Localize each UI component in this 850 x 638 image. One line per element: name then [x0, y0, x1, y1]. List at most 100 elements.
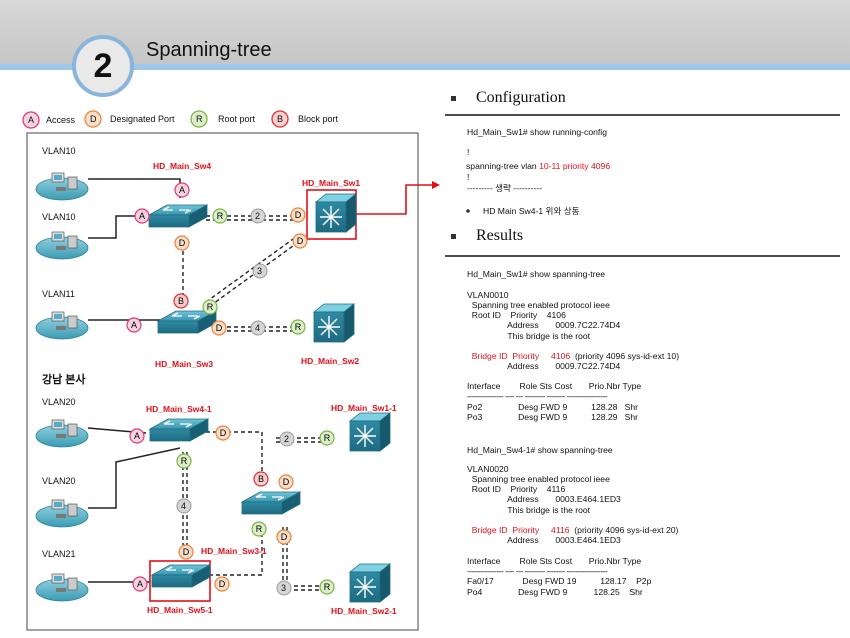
link-number: 3	[281, 583, 287, 593]
switch-label-sw5-1: HD_Main_Sw5-1	[147, 605, 213, 615]
multilayer-switch-sw2-icon	[313, 303, 355, 343]
svg-text:D: D	[283, 477, 290, 487]
result1-table-row: Po2 Desg FWD 9 128.28 Shr	[467, 402, 638, 412]
result2-bridge-id: Bridge ID Priority 4116	[467, 525, 570, 535]
sw5-1-highlight	[149, 560, 211, 602]
port-block-markers: B B	[173, 293, 269, 487]
config-omitted-line: --------- 생략 ----------	[467, 183, 542, 193]
link-number: 2	[284, 434, 290, 444]
svg-text:R: R	[181, 456, 188, 466]
result2-protocol: Spanning tree enabled protocol ieee	[467, 474, 610, 484]
svg-text:R: R	[324, 582, 331, 592]
switch-label-sw4: HD_Main_Sw4	[153, 161, 212, 171]
legend-designated-label: Designated Port	[110, 114, 175, 124]
svg-text:D: D	[220, 428, 227, 438]
config-stp-value: 10-11 priority 4096	[539, 161, 611, 171]
section-label-branch: 강남 본사	[42, 374, 86, 386]
vlan-label: VLAN10	[42, 212, 76, 222]
link-number: 3	[257, 266, 263, 276]
result2-table-row: Po4 Desg FWD 9 128.25 Shr	[467, 587, 643, 597]
result2-vlan: VLAN0020	[467, 464, 509, 474]
result2-root-address: Address 0003.E464.1ED3	[467, 494, 621, 504]
vlan-label: VLAN11	[42, 289, 75, 299]
result1-bridge-suffix: (priority 4096 sys-id-ext 10)	[570, 351, 680, 361]
result1-bridge-line: Bridge ID Priority 4106 (priority 4096 s…	[467, 351, 679, 361]
port-access-markers: A A A A A	[126, 182, 190, 592]
result2-table-rule: ---------------- ---- --- --------- ----…	[467, 566, 608, 576]
section-number-badge: 2	[72, 35, 134, 97]
svg-text:D: D	[179, 238, 186, 248]
config-note: HD Main Sw4-1 위와 상동	[483, 206, 580, 216]
svg-text:D: D	[281, 532, 288, 542]
legend-block-label: Block port	[298, 114, 339, 124]
result1-table-rule: ---------------- ---- --- --------- ----…	[467, 391, 608, 401]
config-stp-prefix: spanning-tree vlan	[466, 161, 540, 171]
svg-text:D: D	[297, 236, 304, 246]
result1-root-id: Root ID Priority 4106	[467, 310, 566, 320]
vlan-label: VLAN20	[42, 397, 76, 407]
legend-root-letter: R	[196, 114, 203, 124]
result1-bridge-id: Bridge ID Priority 4106	[467, 351, 571, 361]
configuration-heading: Configuration	[476, 89, 566, 106]
svg-text:A: A	[139, 211, 145, 221]
switch-label-sw4-1: HD_Main_Sw4-1	[146, 404, 212, 414]
svg-text:R: R	[324, 433, 331, 443]
result1-root-note: This bridge is the root	[467, 331, 591, 341]
legend-access-label: Access	[46, 115, 76, 125]
link-number: 4	[255, 323, 261, 333]
vlan-label: VLAN20	[42, 476, 76, 486]
result1-table-row: Po3 Desg FWD 9 128.29 Shr	[467, 412, 638, 422]
header-accent-line	[0, 64, 850, 70]
config-line: !	[467, 147, 470, 157]
link-number-markers	[176, 208, 295, 596]
switch-label-sw3-1: HD_Main_Sw3-1	[201, 546, 267, 556]
svg-text:B: B	[258, 474, 264, 484]
port-root-markers: R R R R R R R	[176, 208, 335, 595]
multilayer-switch-sw2-1-icon	[349, 563, 391, 603]
switch-label-sw1-1: HD_Main_Sw1-1	[331, 403, 397, 413]
config-command: Hd_Main_Sw1# show running-config	[467, 127, 607, 137]
results-heading: Results	[476, 227, 524, 244]
legend-access-letter: A	[28, 115, 35, 125]
svg-text:A: A	[131, 320, 137, 330]
multilayer-switch-sw1-icon	[315, 193, 357, 233]
result2-bridge-address: Address 0003.E464.1ED3	[467, 535, 621, 545]
result1-root-address: Address 0009.7C22.74D4	[467, 320, 621, 330]
result1-bridge-address: Address 0009.7C22.74D4	[467, 361, 621, 371]
legend	[22, 110, 289, 129]
svg-text:R: R	[295, 322, 302, 332]
header-bar	[0, 0, 850, 64]
switch-label-sw2-1: HD_Main_Sw2-1	[331, 606, 397, 616]
result1-protocol: Spanning tree enabled protocol ieee	[467, 300, 610, 310]
result2-command: Hd_Main_Sw4-1# show spanning-tree	[467, 445, 613, 455]
result2-table-row: Fa0/17 Desg FWD 19 128.17 P2p	[467, 576, 652, 586]
result1-table-header: Interface Role Sts Cost Prio.Nbr Type	[467, 381, 642, 391]
svg-text:R: R	[217, 211, 224, 221]
legend-root-label: Root port	[218, 114, 256, 124]
svg-text:B: B	[178, 296, 184, 306]
svg-text:R: R	[256, 524, 263, 534]
svg-text:R: R	[207, 302, 214, 312]
page-title: Spanning-tree	[146, 39, 272, 61]
result2-bridge-line: Bridge ID Priority 4116 (priority 4096 s…	[467, 525, 679, 535]
result2-root-note: This bridge is the root	[467, 505, 591, 515]
multilayer-switch-sw1-1-icon	[349, 412, 391, 452]
result1-command: Hd_Main_Sw1# show spanning-tree	[467, 269, 606, 279]
result2-root-id: Root ID Priority 4116	[467, 484, 566, 494]
svg-text:A: A	[137, 579, 143, 589]
svg-text:A: A	[134, 431, 140, 441]
link-number: 4	[181, 501, 187, 511]
vlan-label: VLAN21	[42, 549, 76, 559]
switch-label-sw3: HD_Main_Sw3	[155, 359, 214, 369]
config-line: !	[467, 172, 470, 182]
svg-text:A: A	[179, 185, 185, 195]
svg-text:D: D	[216, 323, 223, 333]
vlan-label: VLAN10	[42, 146, 76, 156]
result2-bridge-suffix: (priority 4096 sys-id-ext 20)	[569, 525, 679, 535]
svg-text:D: D	[295, 210, 302, 220]
switch-label-sw2: HD_Main_Sw2	[301, 356, 360, 366]
svg-text:D: D	[183, 547, 190, 557]
link-number: 2	[255, 211, 261, 221]
result1-vlan: VLAN0010	[467, 290, 509, 300]
